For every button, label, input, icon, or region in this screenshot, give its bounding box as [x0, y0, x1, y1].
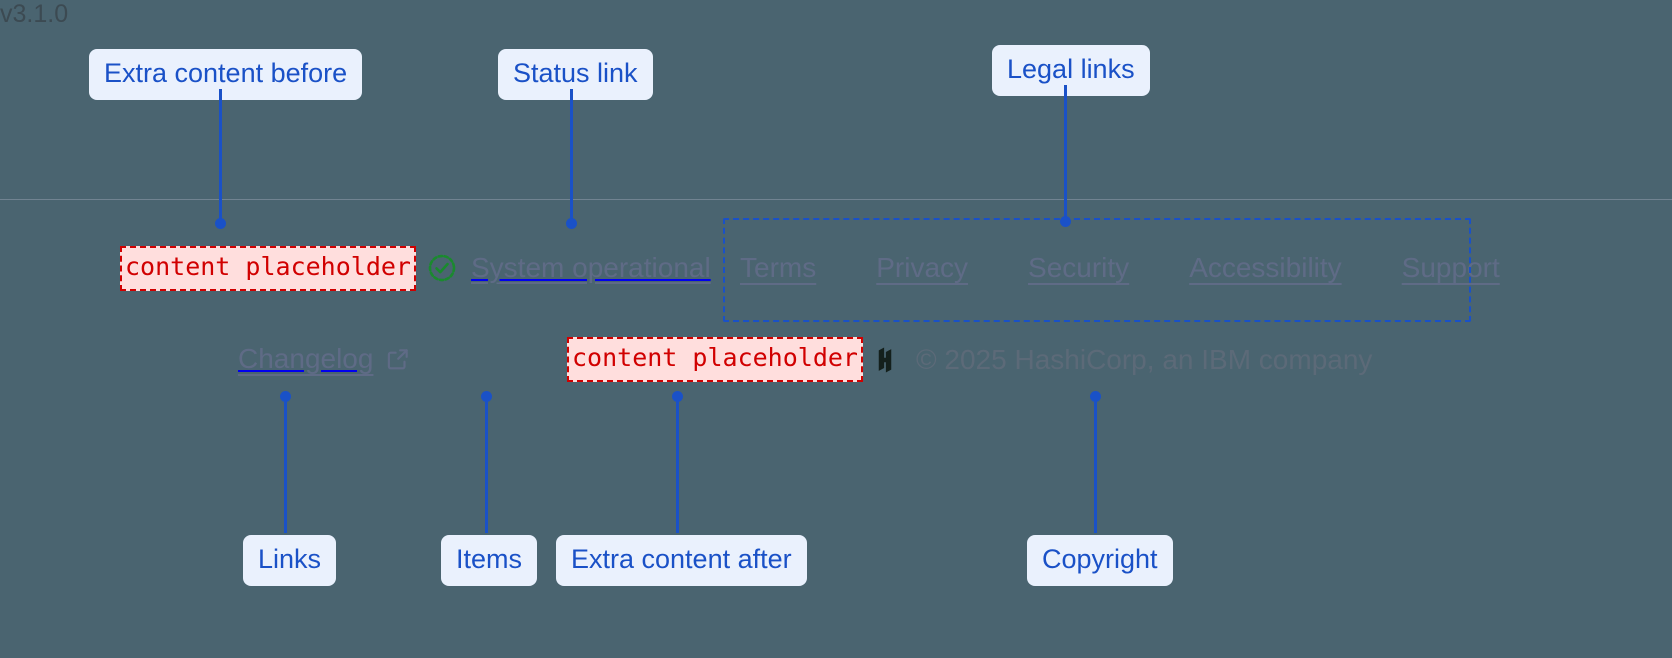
leader-items — [485, 396, 488, 533]
callout-copyright: Copyright — [1027, 535, 1173, 586]
leader-dot-status-link — [566, 218, 577, 229]
hashicorp-logo-icon — [870, 345, 900, 375]
legal-link-support[interactable]: Support — [1401, 252, 1500, 283]
callout-items: Items — [441, 535, 538, 586]
status-link[interactable]: System operational — [427, 252, 711, 284]
copyright-text: © 2025 HashiCorp, an IBM company — [916, 344, 1373, 375]
legal-link-privacy[interactable]: Privacy — [876, 252, 969, 283]
footer-top-divider — [0, 199, 1672, 200]
leader-extra-content-after — [676, 396, 679, 533]
changelog-label: Changelog — [238, 343, 374, 374]
callout-links: Links — [243, 535, 337, 586]
extra-content-after-placeholder: content placeholder — [567, 337, 863, 382]
legal-link-terms[interactable]: Terms — [740, 252, 817, 283]
check-circle-icon — [427, 253, 457, 283]
copyright-group: © 2025 HashiCorp, an IBM company — [870, 344, 1372, 376]
changelog-link[interactable]: Changelog — [238, 343, 411, 375]
legal-link-accessibility[interactable]: Accessibility — [1189, 252, 1342, 283]
callout-status-link: Status link — [498, 49, 653, 100]
legal-link-security[interactable]: Security — [1028, 252, 1130, 283]
leader-dot-legal-links — [1060, 216, 1071, 227]
leader-links — [284, 396, 287, 533]
callout-legal-links: Legal links — [992, 45, 1150, 96]
leader-legal-links — [1064, 85, 1067, 221]
extra-content-before-placeholder: content placeholder — [120, 246, 416, 291]
legal-links-group: Terms Privacy Security Accessibility Sup… — [740, 252, 1500, 284]
version-label: v3.1.0 — [0, 0, 69, 28]
leader-extra-content-before — [219, 89, 222, 223]
leader-status-link — [570, 89, 573, 223]
external-link-icon — [385, 346, 411, 372]
callout-extra-content-after: Extra content after — [556, 535, 807, 586]
callout-extra-content-before: Extra content before — [89, 49, 363, 100]
leader-copyright — [1094, 396, 1097, 533]
leader-dot-extra-content-before — [215, 218, 226, 229]
status-link-label: System operational — [471, 252, 711, 283]
